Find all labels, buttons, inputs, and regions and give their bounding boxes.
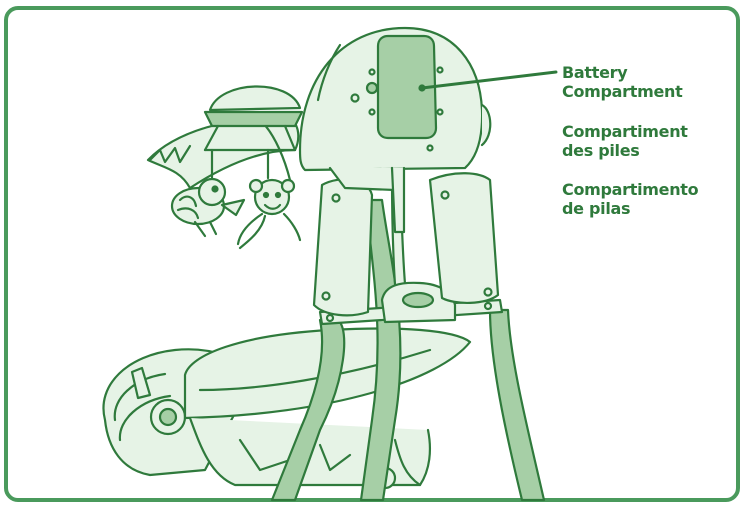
side-panels (312, 172, 500, 317)
motor-housing (298, 26, 492, 234)
callout-label-spanish: Compartimento de pilas (562, 180, 699, 218)
label-spanish-line1: Compartimento (562, 180, 699, 199)
callout-label-french: Compartiment des piles (562, 122, 688, 160)
label-french-line1: Compartiment (562, 122, 688, 141)
callout-leader-line (420, 70, 558, 90)
label-english-line1: Battery (562, 63, 628, 82)
label-french-line2: des piles (562, 141, 640, 160)
battery-compartment-door (376, 34, 438, 140)
mobile (146, 85, 304, 250)
label-english-line2: Compartment (562, 82, 683, 101)
label-spanish-line2: de pilas (562, 199, 631, 218)
callout-label-english: Battery Compartment (562, 63, 683, 101)
